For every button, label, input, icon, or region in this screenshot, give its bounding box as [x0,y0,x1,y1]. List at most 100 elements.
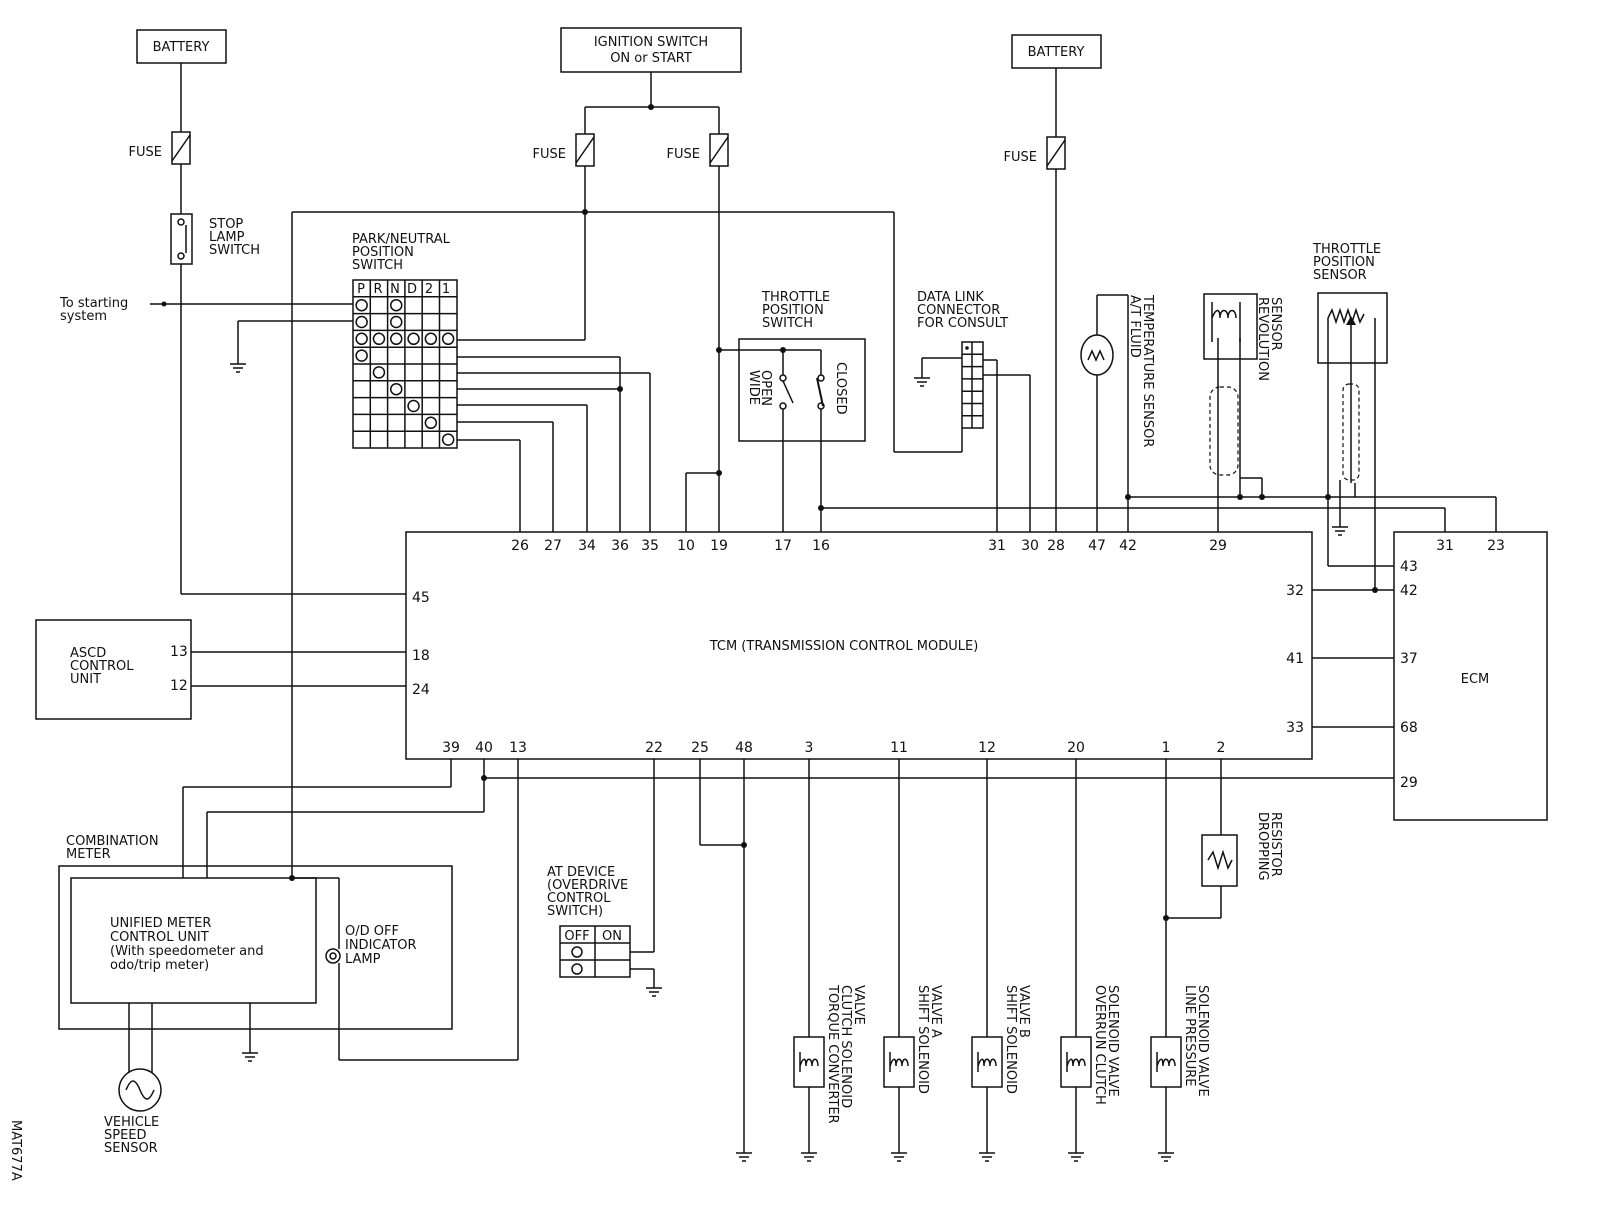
at-device-overdrive-switch: AT DEVICE (OVERDRIVE CONTROL SWITCH) OFF… [547,865,631,978]
svg-text:AT DEVICE: AT DEVICE [547,865,615,880]
svg-text:COMBINATION: COMBINATION [66,834,159,849]
pn-contact [372,366,386,379]
ground-sensor-shield [1332,526,1348,536]
ecm-pin-left: 42 [1400,583,1418,599]
tcm-pin-bottom: 25 [691,740,709,756]
tcm-pin-top: 28 [1047,538,1065,554]
tcm-pin-left: 45 [412,590,430,606]
fuse-left: FUSE [129,63,191,165]
tcm-pin-right: 41 [1286,651,1304,667]
tcm-pin-top: 47 [1088,538,1106,554]
tcm-pin-left: 24 [412,682,430,698]
svg-text:IGNITION SWITCH: IGNITION SWITCH [594,35,708,50]
pn-contact [441,332,455,346]
tcm-pin-bottom: 13 [509,740,527,756]
svg-text:METER: METER [66,847,111,862]
solenoid-label: SHIFT SOLENOID [1003,985,1018,1094]
svg-text:FUSE: FUSE [533,147,566,162]
fluid-temperature-sensor: A/T FLUID TEMPERATURE SENSOR [1080,294,1155,447]
tcm-pin-top: 34 [578,538,596,554]
ground-meter [242,1052,258,1062]
tcm-pin-bottom: 2 [1217,740,1226,756]
tcm-pin-top: 17 [774,538,792,554]
ground-dlc [914,377,930,387]
svg-text:A/T FLUID: A/T FLUID [1127,295,1142,358]
svg-text:STOP: STOP [209,217,243,232]
svg-text:BATTERY: BATTERY [1028,45,1085,60]
tcm-pin-top: 35 [641,538,659,554]
svg-text:12: 12 [170,678,188,694]
svg-text:OFF: OFF [564,929,589,944]
data-link-connector: DATA LINK CONNECTOR FOR CONSULT [917,290,1008,429]
svg-text:CONTROL: CONTROL [547,891,611,906]
tcm-pin-top: 30 [1021,538,1039,554]
tcm-pin-bottom: 48 [735,740,753,756]
fuse-right: FUSE [1004,68,1066,170]
solenoid-label: SOLENOID VALVE [1195,985,1210,1097]
ground-solenoid [891,1145,907,1162]
park-neutral-position-switch: PARK/NEUTRAL POSITION SWITCH P R N D 2 1 [352,232,458,449]
fuse-ign-1: FUSE [533,133,595,167]
pn-contact [407,332,420,346]
dropping-resistor: DROPPING RESISTOR [1201,812,1283,887]
ground-pn [230,363,246,373]
svg-text:CLOSED: CLOSED [833,362,848,415]
tcm-pin-top: 10 [677,538,695,554]
throttle-position-switch: THROTTLE POSITION SWITCH WIDE OPEN CLOSE… [738,290,866,442]
solenoid-label: VALVE [851,985,866,1025]
ecm-pin-top: 31 [1436,538,1454,554]
tcm-pin-right: 32 [1286,583,1304,599]
solenoid-label: SHIFT SOLENOID [915,985,930,1094]
tcm-pin-top: 27 [544,538,562,554]
pn-contact [355,349,368,362]
tcm-pin-bottom: 12 [978,740,996,756]
svg-text:system: system [60,309,107,324]
to-starting-system: To starting system [59,296,353,324]
svg-text:SENSOR: SENSOR [1268,297,1283,351]
tcm-pin-left: 18 [412,648,430,664]
revolution-sensor: REVOLUTION SENSOR [1203,293,1283,476]
tcm-pin-top: 29 [1209,538,1227,554]
ecm-pin-top: 23 [1487,538,1505,554]
ascd-control-unit: ASCD CONTROL UNIT 13 12 [35,619,192,720]
svg-text:THROTTLE: THROTTLE [1312,242,1381,257]
svg-text:OPEN: OPEN [758,370,773,406]
svg-text:ON or START: ON or START [610,51,692,66]
svg-text:R: R [373,282,382,297]
svg-text:SENSOR: SENSOR [1313,268,1367,283]
solenoid-label: VALVE A [928,985,943,1038]
svg-text:(OVERDRIVE: (OVERDRIVE [547,878,628,893]
svg-text:FOR CONSULT: FOR CONSULT [917,316,1008,331]
svg-text:DROPPING: DROPPING [1255,812,1270,881]
tcm-pin-top: 19 [710,538,728,554]
pn-contact [355,332,368,346]
svg-text:PARK/NEUTRAL: PARK/NEUTRAL [352,232,451,247]
svg-text:ASCD: ASCD [70,646,106,661]
tcm-pin-top: 36 [611,538,629,554]
svg-text:1: 1 [442,282,450,297]
tcm-pin-bottom: 1 [1162,740,1171,756]
svg-text:CONTROL UNIT: CONTROL UNIT [110,930,209,945]
svg-text:VEHICLE: VEHICLE [104,1115,159,1130]
svg-text:TCM (TRANSMISSION CONTROL MODU: TCM (TRANSMISSION CONTROL MODULE) [709,639,979,654]
svg-text:POSITION: POSITION [762,303,824,318]
svg-text:(With speedometer and: (With speedometer and [110,944,264,959]
svg-text:13: 13 [170,644,188,660]
pn-contact [390,382,403,396]
battery-left: BATTERY [136,29,227,64]
tcm-pin-bottom: 20 [1067,740,1085,756]
svg-text:UNIFIED METER: UNIFIED METER [110,916,211,931]
vehicle-speed-sensor: VEHICLE SPEED SENSOR [104,1003,162,1156]
svg-text:SENSOR: SENSOR [104,1141,158,1156]
solenoid-label: OVERRUN CLUTCH [1092,985,1107,1105]
ground-at-device [646,987,662,997]
svg-text:DATA LINK: DATA LINK [917,290,984,305]
solenoid-label: VALVE B [1016,985,1031,1038]
pn-contact [424,332,438,346]
pn-contact [355,315,368,329]
